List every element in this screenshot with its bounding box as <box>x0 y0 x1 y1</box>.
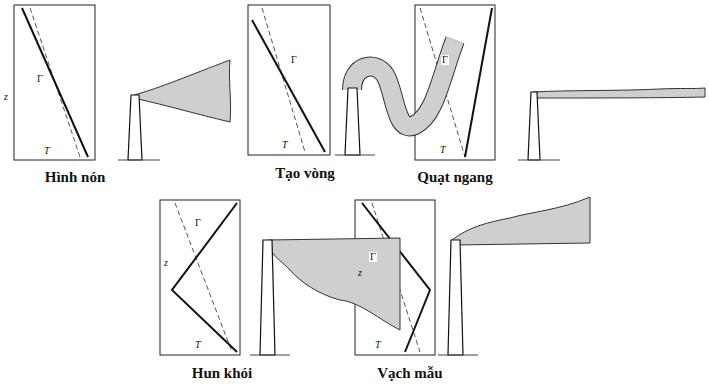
plume-type-caption: Hun khói <box>192 366 252 381</box>
ground-line <box>250 355 290 356</box>
axis-label: T <box>375 340 381 350</box>
profile-frame <box>415 5 495 160</box>
adiabatic-line <box>175 203 232 352</box>
fumigation-plume <box>268 238 400 330</box>
chimney <box>345 88 360 155</box>
lapse-rate-label: Γ <box>369 252 377 262</box>
axis-label: z <box>358 268 362 278</box>
adiabatic-line <box>262 8 305 152</box>
chimney <box>260 240 275 355</box>
lapse-rate-label: Γ <box>36 74 44 84</box>
ground-line <box>438 355 478 356</box>
axis-label: T <box>44 146 50 156</box>
chimneys <box>128 88 540 355</box>
looping-plume <box>352 40 455 126</box>
plume-type-caption: Quạt ngang <box>417 170 492 185</box>
temperature-profile <box>22 8 88 157</box>
ground-line <box>518 160 560 161</box>
temperature-profiles <box>22 8 492 352</box>
plume-type-caption: Tạo vòng <box>275 166 335 181</box>
looping-plume-edge <box>352 40 455 126</box>
temperature-profile <box>172 203 237 352</box>
axis-label: T <box>282 140 288 150</box>
axis-label: z <box>4 92 8 102</box>
chimney <box>448 240 463 355</box>
lapse-rate-label: Γ <box>290 55 298 65</box>
plume-type-caption: Vạch mẫu <box>377 366 442 381</box>
fanning-plume <box>533 88 705 98</box>
lapse-rate-label: Γ <box>441 55 449 65</box>
lapse-rate-label: Γ <box>194 218 202 228</box>
ground-line <box>118 160 160 161</box>
profile-frames <box>14 5 495 355</box>
temperature-profile <box>465 8 492 157</box>
axis-label: T <box>195 340 201 350</box>
chimney <box>128 95 142 160</box>
temperature-profile <box>252 20 325 152</box>
coning-plume <box>134 60 231 122</box>
ground-lines <box>118 155 560 355</box>
profile-frame <box>248 5 330 155</box>
plume-type-caption: Hình nón <box>45 170 105 185</box>
profile-frame <box>160 200 240 355</box>
plumes <box>134 60 705 330</box>
ground-line <box>335 155 375 156</box>
chimney <box>528 92 540 160</box>
axis-label: T <box>440 145 446 155</box>
axis-label: z <box>164 258 168 268</box>
adiabatic-lines <box>30 8 465 352</box>
profile-frame <box>14 5 95 160</box>
lofting-plume <box>452 197 590 245</box>
